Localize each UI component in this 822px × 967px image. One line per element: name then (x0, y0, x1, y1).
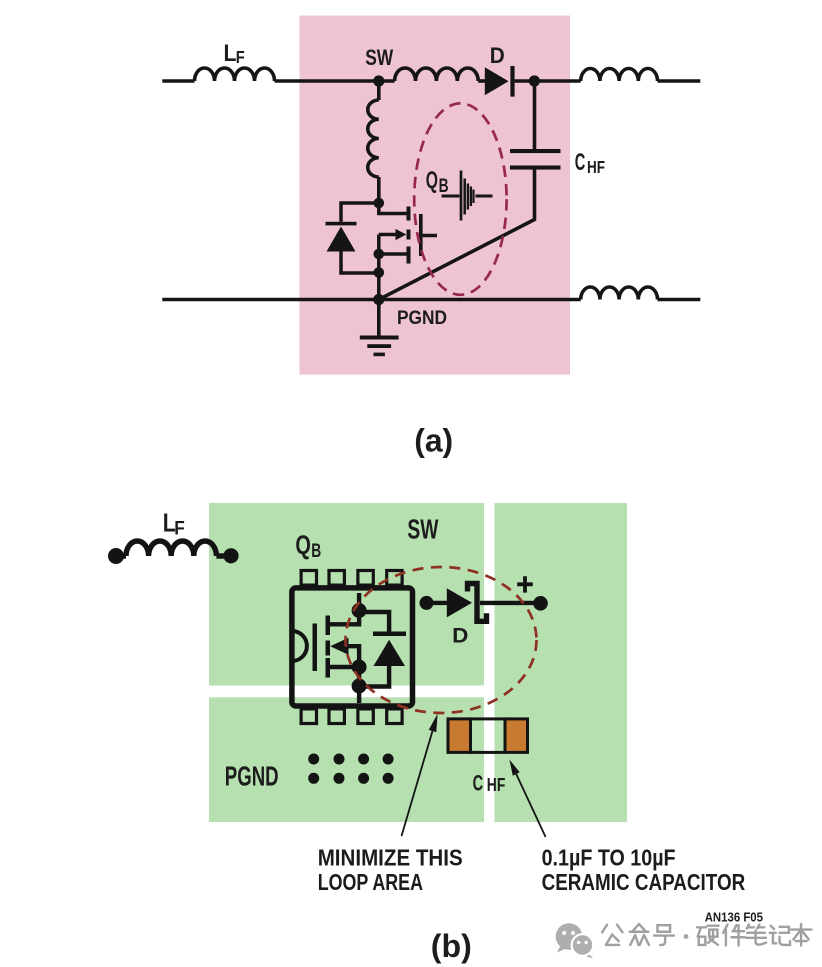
svg-text:Q: Q (426, 167, 438, 194)
svg-text:C: C (473, 770, 484, 795)
svg-text:F: F (174, 519, 185, 540)
svg-text:LOOP AREA: LOOP AREA (318, 869, 423, 895)
svg-text:F: F (236, 47, 245, 67)
svg-text:HF: HF (587, 157, 605, 177)
svg-text:B: B (311, 541, 321, 562)
svg-text:(b): (b) (431, 928, 472, 964)
svg-text:CERAMIC CAPACITOR: CERAMIC CAPACITOR (542, 869, 746, 895)
svg-text:D: D (490, 43, 505, 68)
svg-text:C: C (575, 149, 586, 176)
svg-text:HF: HF (487, 775, 506, 795)
svg-text:(a): (a) (414, 423, 453, 459)
svg-text:L: L (163, 508, 176, 538)
svg-text:0.1µF TO 10µF: 0.1µF TO 10µF (542, 845, 676, 871)
svg-text:SW: SW (407, 514, 438, 545)
svg-text:Q: Q (295, 530, 311, 560)
svg-text:AN136 F05: AN136 F05 (705, 910, 763, 924)
svg-text:SW: SW (365, 45, 393, 70)
svg-text:PGND: PGND (397, 307, 447, 329)
svg-text:D: D (452, 624, 468, 648)
svg-text:PGND: PGND (225, 761, 279, 792)
svg-text:MINIMIZE THIS: MINIMIZE THIS (318, 845, 463, 871)
svg-text:B: B (439, 176, 449, 197)
svg-text:L: L (224, 40, 237, 67)
